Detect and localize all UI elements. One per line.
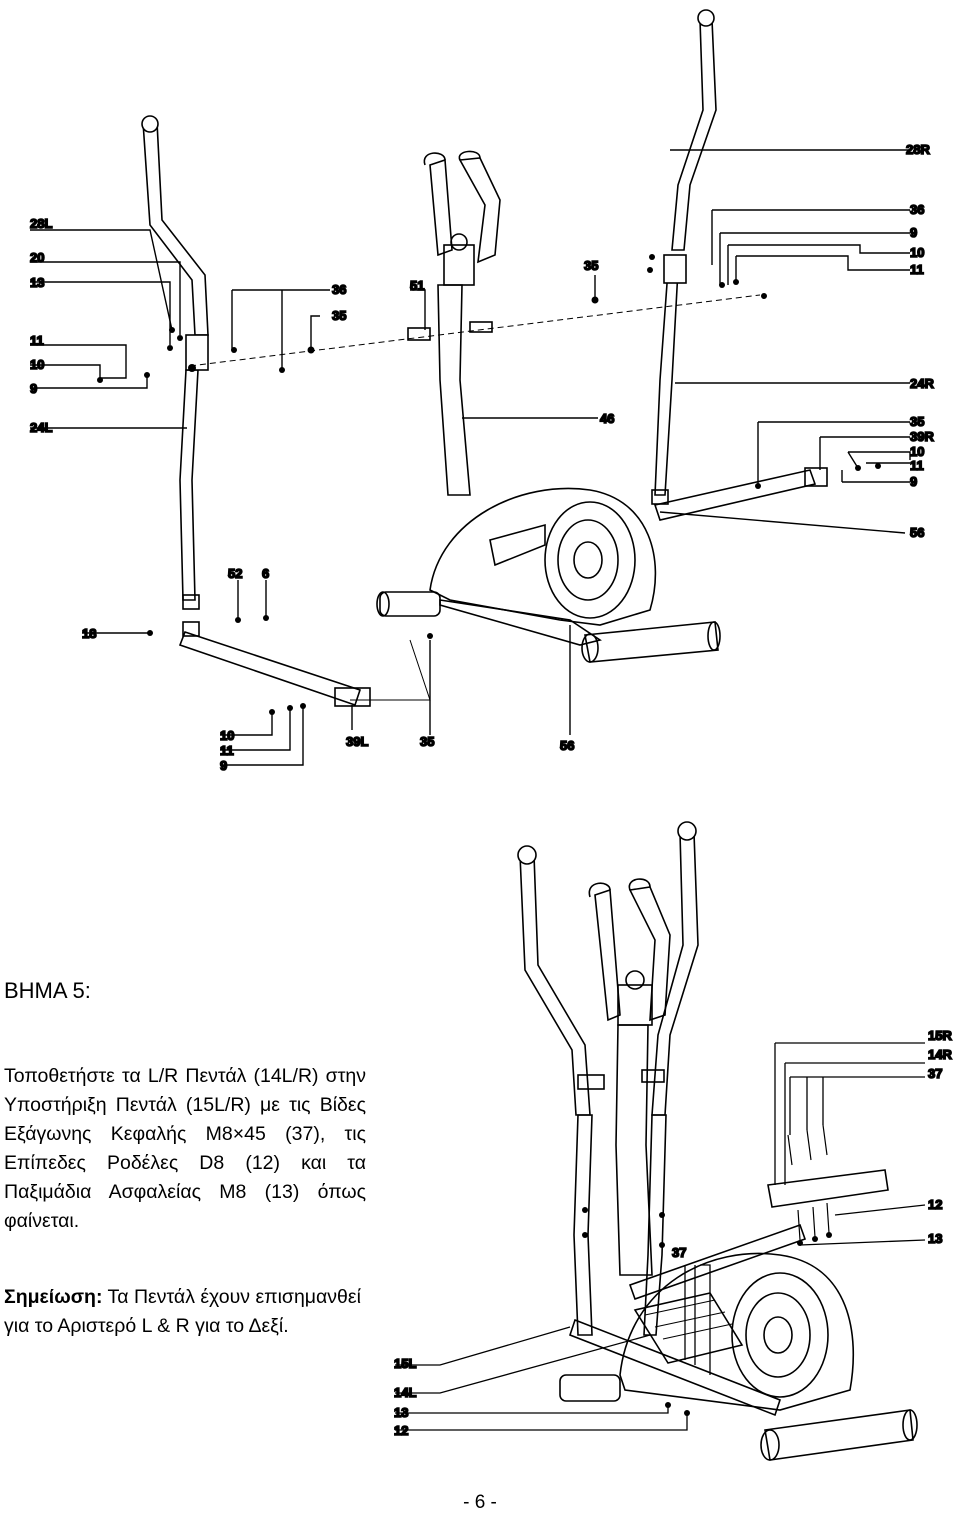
label-36: 36 xyxy=(332,282,346,297)
right-lower-arm xyxy=(654,269,679,496)
label-56: 56 xyxy=(910,525,924,540)
label-37: 37 xyxy=(672,1245,686,1260)
right-pedal xyxy=(767,1169,889,1208)
label-11: 11 xyxy=(910,262,924,277)
pedal-assembly-diagram: 15R 14R 37 12 13 37 15L 14L 13 12 xyxy=(380,815,960,1480)
label-9: 9 xyxy=(910,225,917,240)
label-12: 12 xyxy=(394,1423,408,1438)
label-35: 35 xyxy=(910,414,924,429)
label-35: 35 xyxy=(332,308,346,323)
label-35: 35 xyxy=(420,734,434,749)
label-14R: 14R xyxy=(928,1047,952,1062)
left-pedal-bar xyxy=(178,631,362,707)
left-lower-arm xyxy=(179,369,199,601)
pedal-support xyxy=(569,1318,781,1417)
note: Σημείωση: Τα Πεντάλ έχουν επισημανθεί γι… xyxy=(4,1283,374,1341)
label-13: 13 xyxy=(394,1405,408,1420)
label-13: 13 xyxy=(30,275,44,290)
label-28R: 28R xyxy=(906,142,930,157)
label-36: 36 xyxy=(910,202,924,217)
label-37: 37 xyxy=(928,1066,942,1081)
left-handlebar xyxy=(142,121,209,336)
label-11: 11 xyxy=(910,458,924,473)
label-9: 9 xyxy=(910,474,917,489)
label-9: 9 xyxy=(220,758,227,773)
right-handlebar xyxy=(671,19,717,251)
label-28L: 28L xyxy=(30,216,52,231)
label-11: 11 xyxy=(220,743,234,758)
label-10: 10 xyxy=(220,728,234,743)
label-15R: 15R xyxy=(928,1028,952,1043)
flywheel xyxy=(544,501,636,619)
label-9: 9 xyxy=(30,381,37,396)
label-15L: 15L xyxy=(394,1356,416,1371)
center-post xyxy=(437,284,471,496)
label-39R: 39R xyxy=(910,429,934,444)
exploded-assembly-diagram: 28R 36 9 10 11 28L 20 13 36 35 51 35 11 … xyxy=(29,9,935,774)
label-39L: 39L xyxy=(346,734,368,749)
step-title: ΒΗΜΑ 5: xyxy=(4,978,91,1003)
instruction-text: Τοποθετήστε τα L/R Πεντάλ (14L/R) στην Υ… xyxy=(4,1065,366,1232)
label-24R: 24R xyxy=(910,376,934,391)
flywheel-housing xyxy=(429,487,657,626)
label-10: 10 xyxy=(910,444,924,459)
note-label: Σημείωση: xyxy=(4,1286,103,1308)
label-10: 10 xyxy=(910,245,924,260)
label-18: 18 xyxy=(82,626,96,641)
label-56: 56 xyxy=(560,738,574,753)
left-pedal xyxy=(633,1292,744,1364)
label-24L: 24L xyxy=(30,420,52,435)
label-10: 10 xyxy=(30,357,44,372)
label-11: 11 xyxy=(30,333,44,348)
label-52: 52 xyxy=(228,566,242,581)
right-pedal-bar xyxy=(653,469,817,521)
label-12: 12 xyxy=(928,1197,942,1212)
label-20: 20 xyxy=(30,250,44,265)
note-text: Τα Πεντάλ έχουν επισημανθεί για το Αριστ… xyxy=(4,1286,361,1337)
label-46: 46 xyxy=(600,411,614,426)
label-13: 13 xyxy=(928,1231,942,1246)
label-6: 6 xyxy=(262,566,269,581)
label-14L: 14L xyxy=(394,1385,416,1400)
label-51: 51 xyxy=(410,278,424,293)
page-number: - 6 - xyxy=(463,1492,497,1513)
label-35: 35 xyxy=(584,258,598,273)
